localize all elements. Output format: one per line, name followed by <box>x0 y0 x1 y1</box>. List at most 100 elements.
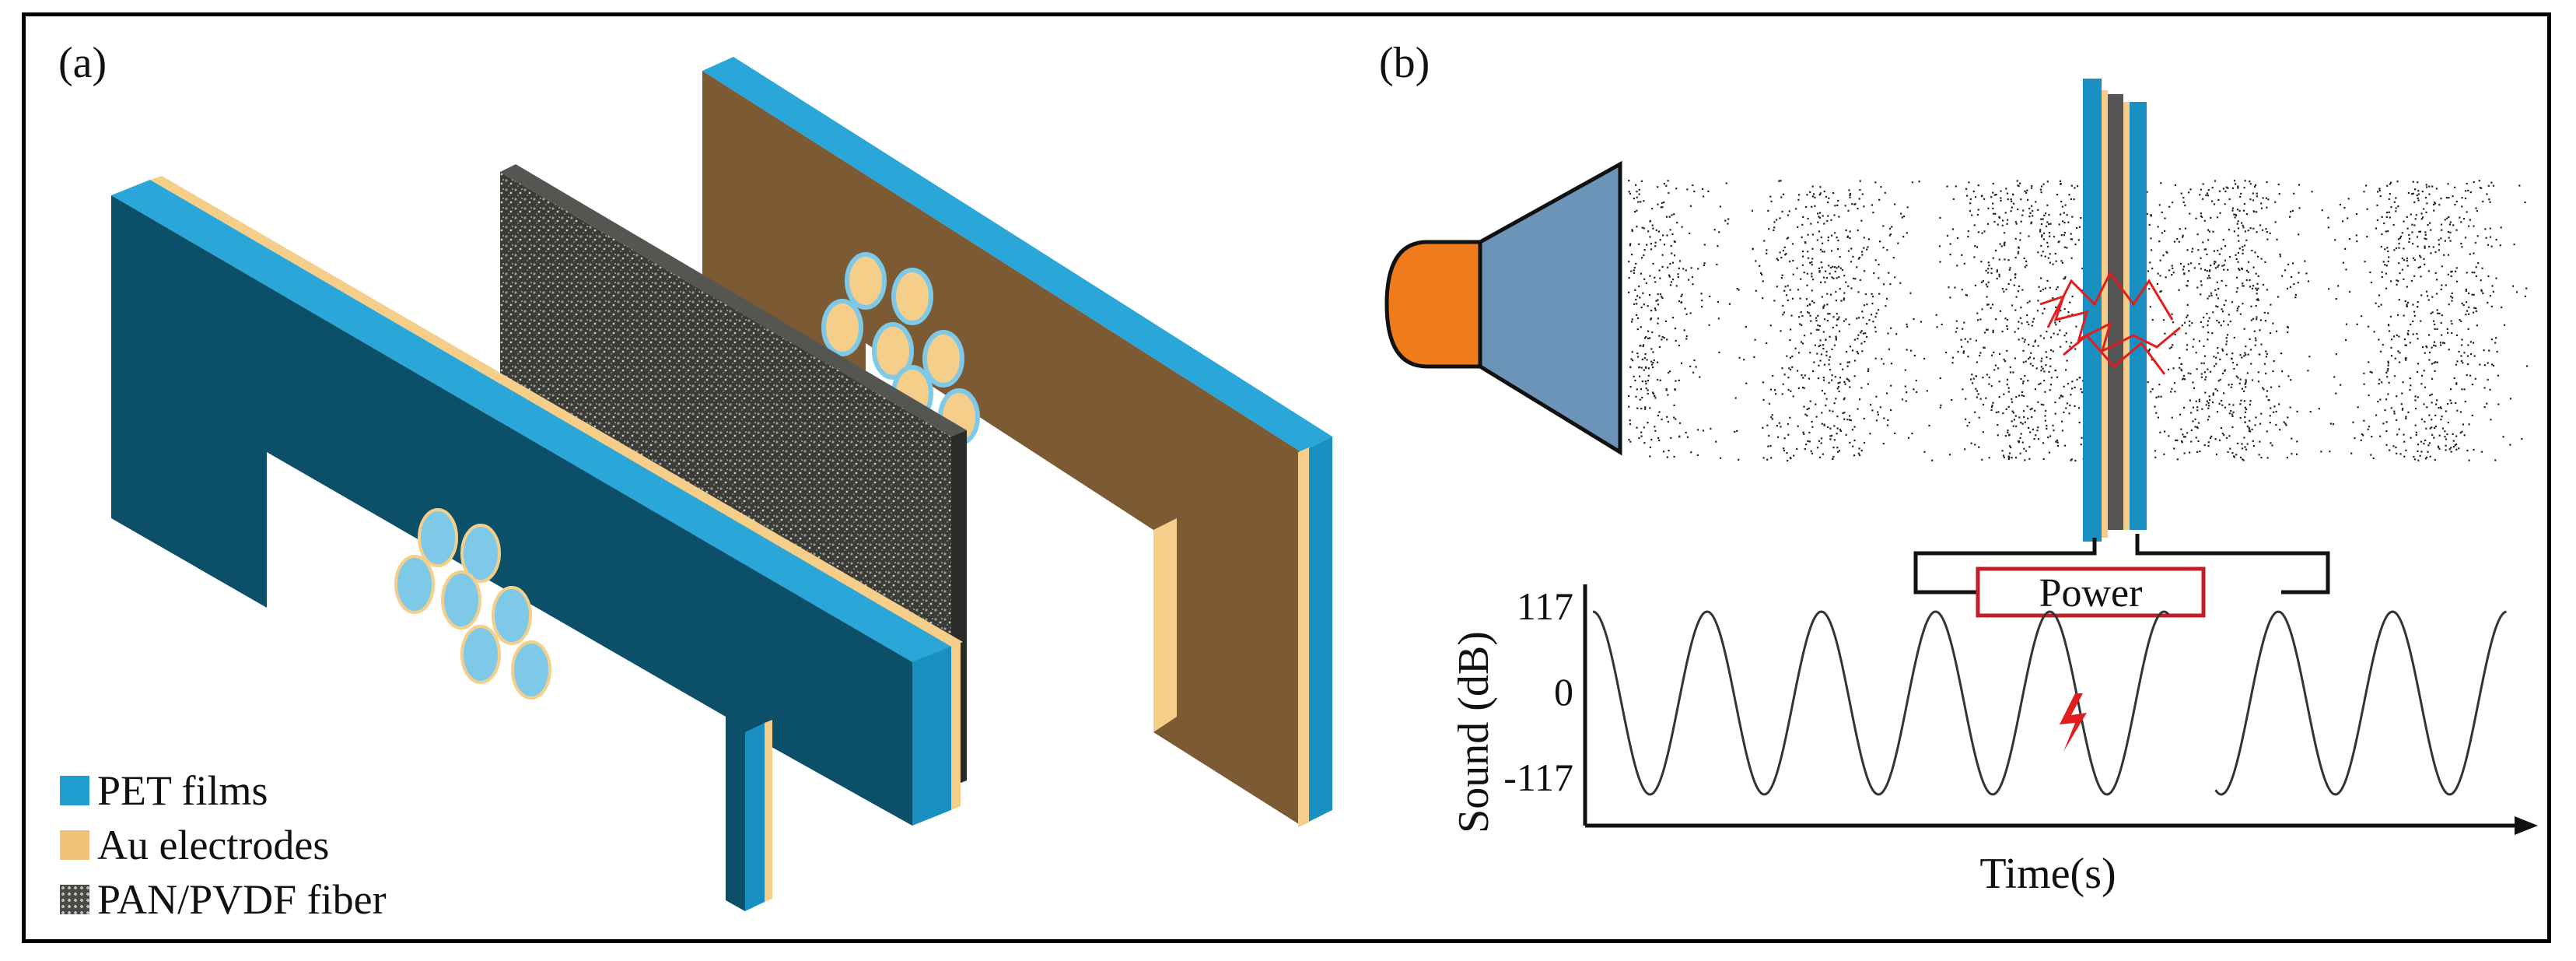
sound-particle <box>2067 311 2070 314</box>
sound-particle <box>1838 450 1841 452</box>
sound-particle <box>2200 257 2202 259</box>
sound-particle <box>1840 300 1843 302</box>
sound-particle <box>2489 388 2491 391</box>
sound-particle <box>2227 324 2229 326</box>
sound-particle <box>2431 311 2434 314</box>
sound-particle <box>1636 303 1638 305</box>
sound-particle <box>1818 267 1820 269</box>
sound-particle <box>2151 318 2154 321</box>
sound-particle <box>1801 314 1804 317</box>
sound-particle <box>2019 182 2021 184</box>
sound-particle <box>2039 335 2042 337</box>
sound-particle <box>1763 240 1766 242</box>
sound-particle <box>2497 374 2499 377</box>
sound-particle <box>1797 370 1799 372</box>
sound-particle <box>1647 392 1649 395</box>
sound-particle <box>1829 369 1832 371</box>
sound-particle <box>2398 242 2400 245</box>
sound-particle <box>2212 230 2214 233</box>
sound-particle <box>2203 248 2206 251</box>
sound-particle <box>2452 296 2454 299</box>
sound-particle <box>2011 206 2013 209</box>
sound-particle <box>2029 363 2032 365</box>
sound-particle <box>1650 248 1653 251</box>
sound-particle <box>2399 352 2401 354</box>
sound-particle <box>1770 457 1773 459</box>
sound-particle <box>2262 197 2264 199</box>
sound-particle <box>2157 272 2159 275</box>
sound-particle <box>2408 237 2411 240</box>
sound-particle <box>2406 286 2408 288</box>
sound-particle <box>1790 368 1792 371</box>
sound-particle <box>2020 220 2022 223</box>
sound-particle <box>1969 378 1972 381</box>
sound-particle <box>1832 458 1834 460</box>
sound-particle <box>1766 342 1768 345</box>
sound-particle <box>2194 418 2196 420</box>
sound-particle <box>2475 307 2477 310</box>
sound-particle <box>2249 428 2251 430</box>
sound-particle <box>2007 405 2010 408</box>
sound-particle <box>2406 265 2409 267</box>
sound-particle <box>1836 277 1838 279</box>
sound-particle <box>2040 185 2043 188</box>
sound-particle <box>2036 310 2039 312</box>
sound-particle <box>2438 434 2441 437</box>
sound-particle <box>2435 188 2438 190</box>
sound-particle <box>2434 361 2437 363</box>
sound-particle <box>2399 272 2401 275</box>
sound-particle <box>2482 292 2484 294</box>
sound-particle <box>2332 423 2335 426</box>
sound-particle <box>1822 276 1825 279</box>
sound-particle <box>1971 374 1973 376</box>
sound-particle <box>1879 406 1881 409</box>
sound-particle <box>1743 359 1745 361</box>
sound-particle <box>2032 317 2035 320</box>
sound-particle <box>2290 379 2292 381</box>
sound-particle <box>2196 409 2199 412</box>
sound-particle <box>2197 440 2200 443</box>
sound-particle <box>1640 367 1643 369</box>
sound-particle <box>2372 457 2375 460</box>
sound-particle <box>2262 387 2264 389</box>
sound-particle <box>2197 249 2200 251</box>
sound-particle <box>2014 357 2016 359</box>
sound-particle <box>1754 338 1756 341</box>
sound-particle <box>2416 236 2419 238</box>
sound-particle <box>2401 392 2403 395</box>
sound-particle <box>1703 195 1705 198</box>
sound-particle <box>2252 227 2255 230</box>
sound-particle <box>2396 279 2398 282</box>
sound-particle <box>2402 381 2404 384</box>
sound-particle <box>2198 340 2200 342</box>
sound-particle <box>2263 311 2266 314</box>
sound-particle <box>2002 412 2004 415</box>
sound-particle <box>1647 374 1650 377</box>
sound-particle <box>2444 219 2446 221</box>
sound-particle <box>1657 378 1659 381</box>
sound-particle <box>1827 202 1829 204</box>
sound-particle <box>1768 434 1770 437</box>
sound-particle <box>1845 433 1847 436</box>
sound-particle <box>2210 216 2212 219</box>
sound-particle <box>1911 433 1913 435</box>
sound-particle <box>1808 407 1810 409</box>
sound-particle <box>1768 402 1770 405</box>
sound-particle <box>2296 410 2298 412</box>
sound-particle <box>1636 191 1638 193</box>
sound-particle <box>1649 407 1651 409</box>
sound-particle <box>2393 375 2396 377</box>
sound-particle <box>2065 341 2067 343</box>
sound-particle <box>1861 251 1864 253</box>
sound-particle <box>1806 304 1808 307</box>
sound-particle <box>2403 455 2406 458</box>
sound-particle <box>1720 457 1722 459</box>
sound-particle <box>1862 332 1864 335</box>
sound-particle <box>1657 361 1659 363</box>
sound-particle <box>2218 253 2221 255</box>
sound-particle <box>2473 311 2475 314</box>
sound-particle <box>1836 318 1839 321</box>
sound-particle <box>1629 192 1632 195</box>
sound-particle <box>2278 193 2280 195</box>
sound-particle <box>1904 385 1906 388</box>
